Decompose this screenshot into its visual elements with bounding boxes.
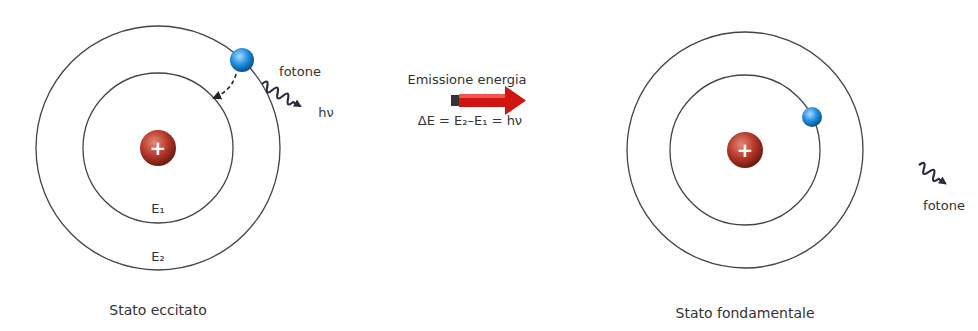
nucleus-charge: + bbox=[150, 136, 167, 160]
outer-orbit bbox=[627, 32, 863, 268]
inner-orbit bbox=[83, 73, 233, 223]
nucleus-charge: + bbox=[737, 138, 754, 162]
electron bbox=[802, 107, 822, 127]
photon-wave bbox=[916, 161, 947, 187]
process-label: Emissione energia bbox=[407, 72, 526, 88]
emission-arrow bbox=[451, 86, 526, 115]
transition-arrow bbox=[214, 74, 236, 98]
nucleus bbox=[727, 132, 763, 168]
electron bbox=[230, 48, 254, 72]
nucleus bbox=[140, 130, 176, 166]
energy-level: E₂ bbox=[151, 249, 164, 265]
inner-orbit bbox=[670, 75, 820, 225]
photon-energy: hν bbox=[318, 105, 334, 121]
energy-level: E₁ bbox=[151, 201, 164, 217]
state-label: Stato eccitato bbox=[109, 302, 206, 319]
state-label: Stato fondamentale bbox=[676, 305, 815, 322]
photon-label: fotone bbox=[279, 64, 321, 80]
outer-orbit bbox=[36, 26, 280, 270]
energy-equation: ΔE = E₂–E₁ = hν bbox=[418, 113, 522, 129]
photon-wave bbox=[260, 80, 303, 110]
photon-label: fotone bbox=[923, 198, 965, 214]
